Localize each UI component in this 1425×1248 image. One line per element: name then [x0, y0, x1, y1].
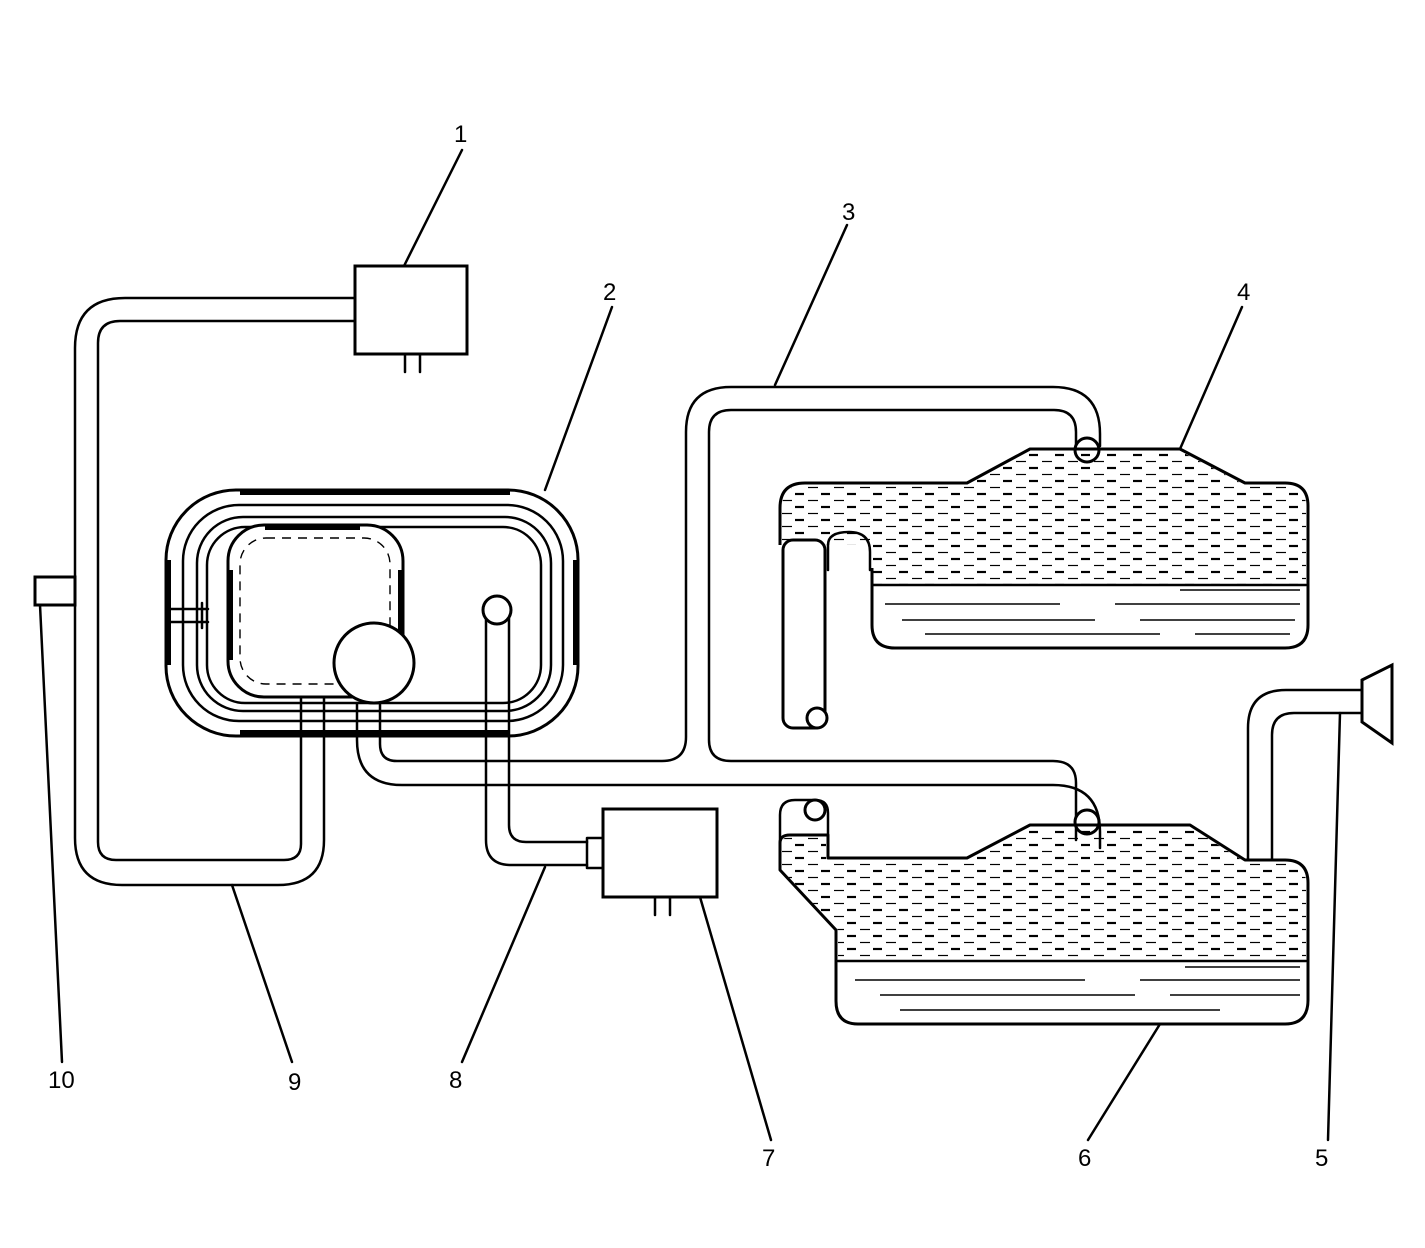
callout-1: 1 — [454, 121, 467, 148]
callout-3: 3 — [842, 199, 855, 226]
filler-vent — [1246, 662, 1394, 862]
hose-line-8 — [481, 594, 589, 867]
upper-fuel-tank — [778, 447, 1310, 730]
tee-fitting — [33, 575, 77, 607]
callout-8: 8 — [449, 1067, 462, 1094]
callout-7: 7 — [762, 1145, 775, 1172]
callout-4: 4 — [1237, 279, 1250, 306]
hose-line-3 — [355, 385, 1102, 850]
callout-labels: 1 2 3 4 5 6 7 8 9 10 — [48, 121, 1328, 1172]
callout-6: 6 — [1078, 1145, 1091, 1172]
leader-lines — [38, 148, 1342, 1142]
callout-2: 2 — [603, 279, 616, 306]
callout-5: 5 — [1315, 1145, 1328, 1172]
pump-circle — [332, 621, 416, 705]
upper-module-box — [353, 264, 469, 374]
lower-module-box — [585, 807, 719, 917]
callout-10: 10 — [48, 1067, 75, 1094]
callout-9: 9 — [288, 1069, 301, 1096]
center-canister — [164, 488, 580, 738]
lower-fuel-tank — [778, 798, 1310, 1026]
